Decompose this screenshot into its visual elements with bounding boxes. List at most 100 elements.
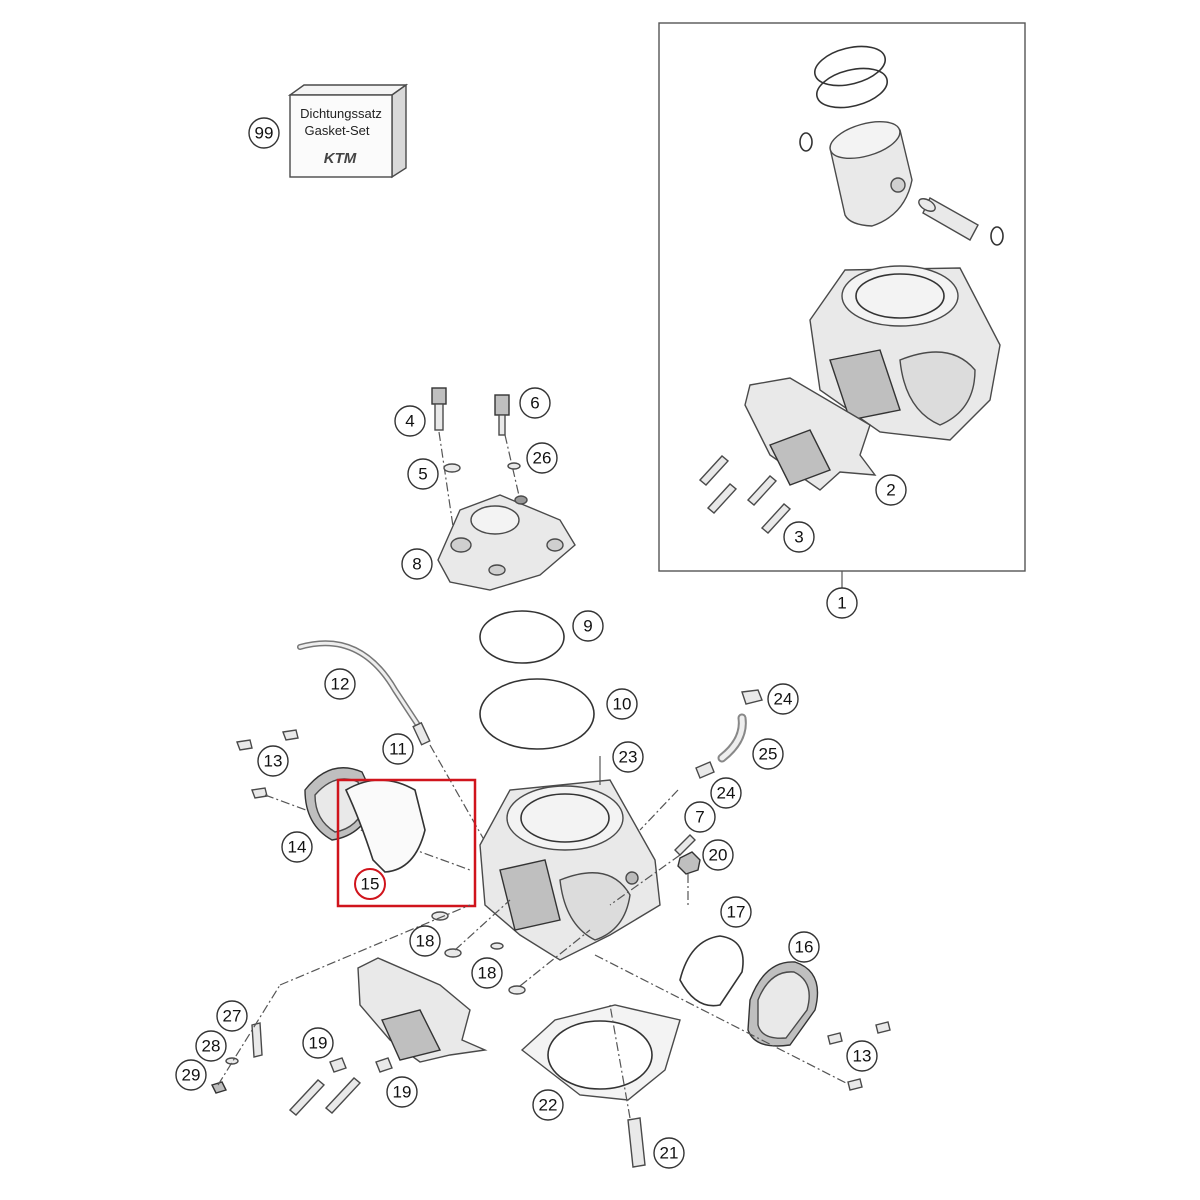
svg-text:18: 18	[416, 932, 435, 951]
svg-text:5: 5	[418, 465, 427, 484]
svg-text:25: 25	[759, 745, 778, 764]
callout-4[interactable]: 4	[394, 405, 426, 437]
callout-12[interactable]: 12	[324, 668, 356, 700]
callout-15[interactable]: 15	[354, 868, 386, 900]
exhaust-valve-housing-icon	[357, 957, 488, 1063]
washer-28-icon	[225, 1057, 239, 1065]
callout-16[interactable]: 16	[788, 931, 820, 963]
screw-27-icon	[251, 1022, 263, 1058]
head-o-ring-large-icon	[479, 678, 595, 750]
callout-3[interactable]: 3	[783, 521, 815, 553]
callout-5[interactable]: 5	[407, 458, 439, 490]
svg-text:22: 22	[539, 1096, 558, 1115]
callout-24-lower[interactable]: 24	[710, 777, 742, 809]
svg-text:1: 1	[837, 594, 846, 613]
callout-10[interactable]: 10	[606, 688, 638, 720]
callout-99[interactable]: 99	[248, 117, 280, 149]
svg-text:19: 19	[393, 1083, 412, 1102]
cylinder-kit-exhaust-valve-housing-icon	[744, 377, 877, 491]
hose-fitting-icon	[412, 721, 431, 746]
callout-27[interactable]: 27	[216, 1000, 248, 1032]
callout-29[interactable]: 29	[175, 1059, 207, 1091]
hose-clamp-lower-icon	[695, 761, 715, 779]
callout-20[interactable]: 20	[702, 839, 734, 871]
callout-18-lower[interactable]: 18	[471, 957, 503, 989]
svg-text:13: 13	[264, 752, 283, 771]
callout-9[interactable]: 9	[572, 610, 604, 642]
cylinder-icon	[479, 779, 661, 961]
svg-text:7: 7	[695, 808, 704, 827]
callout-26[interactable]: 26	[526, 442, 558, 474]
svg-text:29: 29	[182, 1066, 201, 1085]
svg-text:28: 28	[202, 1037, 221, 1056]
coolant-hose-icon	[717, 713, 747, 763]
svg-text:13: 13	[853, 1047, 872, 1066]
valve-cover-gasket-right-icon	[679, 935, 744, 1007]
svg-text:10: 10	[613, 695, 632, 714]
svg-text:26: 26	[533, 449, 552, 468]
callout-6[interactable]: 6	[519, 387, 551, 419]
svg-text:14: 14	[288, 838, 307, 857]
svg-text:6: 6	[530, 394, 539, 413]
svg-text:19: 19	[309, 1034, 328, 1053]
callout-19-left[interactable]: 19	[302, 1027, 334, 1059]
circlip-left-icon	[799, 132, 813, 152]
head-washer-icon	[443, 463, 461, 473]
callout-21[interactable]: 21	[653, 1137, 685, 1169]
svg-text:8: 8	[412, 555, 421, 574]
piston-rings-icon	[813, 45, 889, 109]
gasket-set-label-de: Dichtungssatz	[300, 106, 382, 121]
valve-cover-right-icon	[747, 961, 819, 1047]
svg-text:20: 20	[709, 846, 728, 865]
washers-icon	[431, 911, 526, 995]
dowel-pin-icon	[627, 1117, 646, 1168]
cylinder-kit-cylinder-icon	[809, 265, 1001, 441]
callout-13-right[interactable]: 13	[846, 1040, 878, 1072]
callout-18-upper[interactable]: 18	[409, 925, 441, 957]
long-bolt-right-icon	[324, 1077, 362, 1114]
long-bolt-left-icon	[288, 1079, 326, 1116]
hose-clamp-upper-icon	[741, 689, 763, 705]
circlip-right-icon	[990, 226, 1004, 246]
callout-13-left[interactable]: 13	[257, 745, 289, 777]
svg-text:23: 23	[619, 748, 638, 767]
cap-nut-icon	[677, 851, 701, 875]
gasket-set-box: Dichtungssatz Gasket-Set KTM	[287, 83, 409, 179]
callout-28[interactable]: 28	[195, 1030, 227, 1062]
svg-text:24: 24	[774, 690, 793, 709]
svg-text:18: 18	[478, 964, 497, 983]
svg-text:17: 17	[727, 903, 746, 922]
callout-7[interactable]: 7	[684, 801, 716, 833]
piston-pin-icon	[918, 197, 979, 241]
callout-2[interactable]: 2	[875, 474, 907, 506]
callout-25[interactable]: 25	[752, 738, 784, 770]
piston-icon	[829, 120, 913, 227]
callout-11[interactable]: 11	[382, 733, 414, 765]
svg-text:27: 27	[223, 1007, 242, 1026]
callout-23[interactable]: 23	[612, 741, 644, 773]
callout-22[interactable]: 22	[532, 1089, 564, 1121]
cylinder-kit-bolts-icon	[698, 455, 792, 534]
cylinder-head-icon	[437, 494, 576, 591]
callout-19-right[interactable]: 19	[386, 1076, 418, 1108]
svg-text:21: 21	[660, 1144, 679, 1163]
gasket-set-label-en: Gasket-Set	[304, 123, 369, 138]
svg-text:11: 11	[389, 740, 407, 759]
callout-24-upper[interactable]: 24	[767, 683, 799, 715]
svg-text:4: 4	[405, 412, 414, 431]
callout-17[interactable]: 17	[720, 896, 752, 928]
clip-right-icon	[375, 1057, 393, 1073]
callout-8[interactable]: 8	[401, 548, 433, 580]
svg-text:3: 3	[794, 528, 803, 547]
svg-text:9: 9	[583, 617, 592, 636]
svg-text:12: 12	[331, 675, 350, 694]
cover-screws-left-icon	[236, 729, 299, 799]
callout-1[interactable]: 1	[826, 587, 858, 619]
callout-14[interactable]: 14	[281, 831, 313, 863]
bleed-screw-icon	[674, 834, 696, 856]
svg-text:15: 15	[361, 875, 380, 894]
highlight-box-part-15	[336, 778, 477, 908]
breather-hose-icon	[297, 640, 423, 731]
clip-left-icon	[329, 1057, 347, 1073]
temperature-sensor-icon	[494, 394, 510, 436]
